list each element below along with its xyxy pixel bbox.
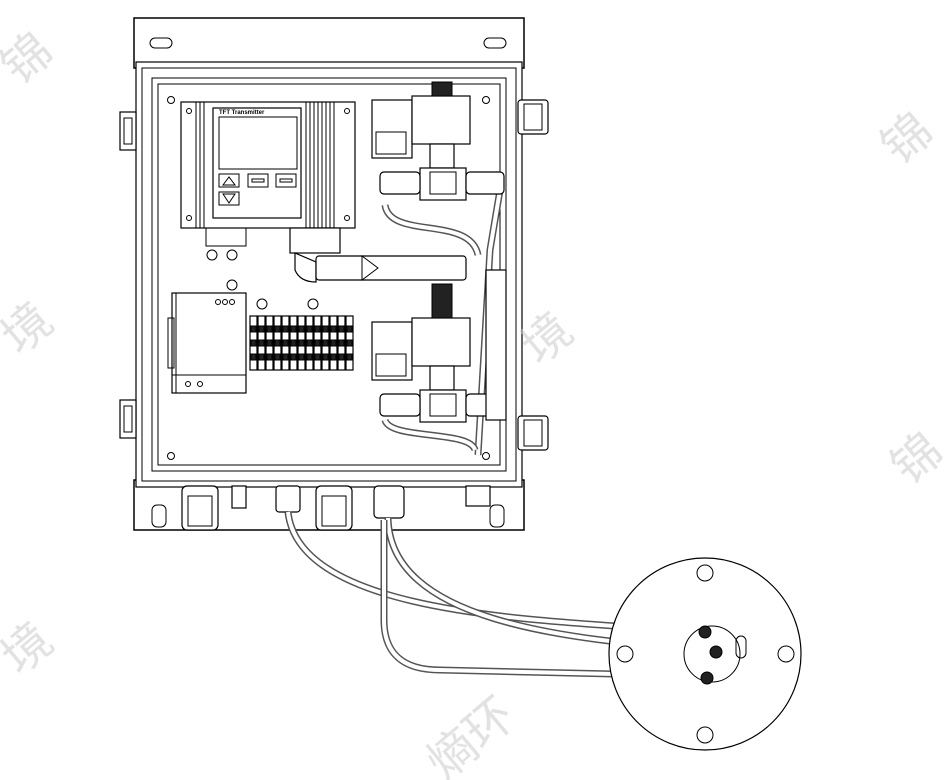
terminal-screw bbox=[298, 339, 305, 347]
corner-screws bbox=[167, 96, 490, 460]
terminal-screw bbox=[298, 353, 305, 361]
solenoid-valve-top bbox=[371, 81, 471, 201]
terminal-screw bbox=[338, 339, 345, 347]
terminal-screw bbox=[282, 325, 289, 333]
terminal-screw bbox=[282, 339, 289, 347]
terminal-screw bbox=[274, 339, 281, 347]
terminal-screw bbox=[258, 325, 265, 333]
terminal-screw bbox=[322, 353, 329, 361]
terminal-screw bbox=[258, 339, 265, 347]
terminal-screw bbox=[250, 325, 257, 333]
terminal-screw bbox=[322, 325, 329, 333]
terminal-screw bbox=[290, 353, 297, 361]
terminal-screw bbox=[266, 353, 273, 361]
terminal-screw bbox=[266, 339, 273, 347]
terminal-screw bbox=[314, 353, 321, 361]
solenoid-valve-bottom bbox=[371, 283, 471, 423]
terminal-screw bbox=[250, 339, 257, 347]
cable-glands bbox=[181, 485, 491, 531]
terminal-screw bbox=[330, 339, 337, 347]
terminal-screw bbox=[274, 353, 281, 361]
terminal-screw bbox=[306, 353, 313, 361]
internal-piping bbox=[289, 171, 507, 456]
terminal-screw bbox=[330, 353, 337, 361]
terminal-screw bbox=[258, 353, 265, 361]
terminal-screw bbox=[338, 353, 345, 361]
terminal-screw bbox=[346, 325, 353, 333]
terminal-screw bbox=[290, 325, 297, 333]
terminal-block bbox=[249, 315, 354, 371]
terminal-screw bbox=[314, 339, 321, 347]
terminal-screw bbox=[338, 325, 345, 333]
probe-flange bbox=[608, 557, 802, 751]
terminal-screw bbox=[290, 339, 297, 347]
terminal-screw bbox=[274, 325, 281, 333]
transmitter-label: TFT Transmitter bbox=[219, 110, 265, 116]
terminal-screw bbox=[314, 325, 321, 333]
terminal-screw bbox=[346, 353, 353, 361]
hinges bbox=[119, 111, 137, 439]
terminal-screw bbox=[306, 339, 313, 347]
terminal-screw bbox=[322, 339, 329, 347]
mounting-tab-top bbox=[133, 17, 525, 69]
terminal-screw bbox=[330, 325, 337, 333]
terminal-screw bbox=[306, 325, 313, 333]
terminal-screw bbox=[282, 353, 289, 361]
power-supply bbox=[167, 292, 247, 394]
tft-transmitter: TFT Transmitter bbox=[180, 101, 356, 291]
terminal-screw bbox=[250, 353, 257, 361]
latches bbox=[517, 99, 549, 451]
terminal-screw bbox=[298, 325, 305, 333]
terminal-screw bbox=[346, 339, 353, 347]
terminal-screw bbox=[266, 325, 273, 333]
